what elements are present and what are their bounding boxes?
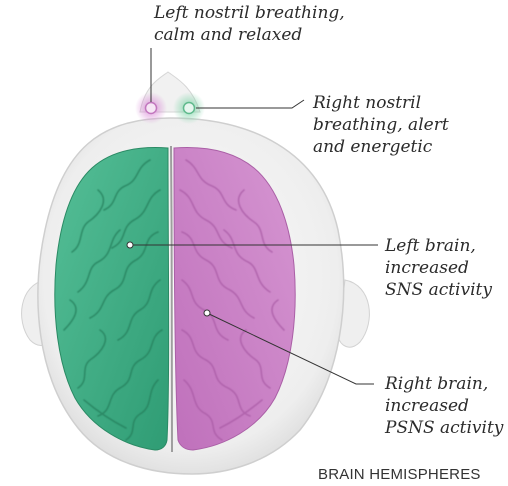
right-nostril: [184, 103, 195, 114]
diagram-caption: BRAIN HEMISPHERES: [318, 466, 481, 483]
label-left-nostril: Left nostril breathing, calm and relaxed: [154, 2, 345, 46]
label-right-brain: Right brain, increased PSNS activity: [385, 373, 503, 439]
leader-right-nostril: [196, 100, 304, 108]
left-nostril: [146, 103, 157, 114]
left-brain-marker: [127, 242, 133, 248]
right-brain-marker: [204, 310, 210, 316]
label-right-nostril: Right nostril breathing, alert and energ…: [313, 92, 449, 158]
label-left-brain: Left brain, increased SNS activity: [385, 235, 492, 301]
longitudinal-fissure: [171, 146, 172, 452]
